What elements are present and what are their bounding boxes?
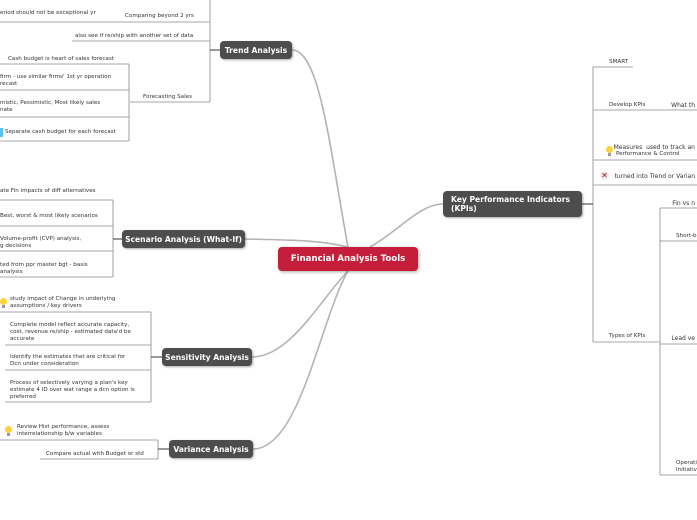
subtopic[interactable]: analysis [0, 269, 23, 275]
task-icon [0, 128, 3, 137]
subtopic[interactable]: eriod should not be exceptional yr [0, 10, 96, 16]
topic-variance-analysis[interactable]: Variance Analysis [169, 440, 253, 458]
subtopic[interactable]: mistic, Pessimistic, Most likely sales [0, 100, 101, 106]
subtopic[interactable]: Cash budget is heart of sales forecast [8, 56, 114, 62]
subtopic[interactable]: Initiativ [676, 467, 697, 473]
cross-icon: ✕ [600, 171, 609, 180]
subtopic[interactable]: Identify the estimates that are critical… [10, 354, 126, 360]
subtopic[interactable]: What th [671, 102, 695, 109]
subtopic[interactable]: ate Fin impacts of diff alternatives [0, 188, 96, 194]
subtopic[interactable]: Dcn under consideration [10, 361, 79, 367]
topic-kpis[interactable]: Key Performance Indicators (KPIs) [443, 191, 582, 217]
lightbulb-icon [606, 146, 613, 156]
subtopic[interactable]: Short-b [676, 233, 697, 239]
subtopic[interactable]: Volume-profit (CVP) analysis, [0, 236, 82, 242]
subtopic[interactable]: Best, worst & most likely scenarios [0, 213, 98, 219]
subtopic[interactable]: study impact of Change in underlying [10, 296, 116, 302]
subtopic[interactable]: accurate [10, 336, 35, 342]
subtopic[interactable]: ted from ppr master bgt - basis [0, 262, 88, 268]
subtopic[interactable]: cost, revenue re/ship - estimated data'd… [10, 329, 131, 335]
lightbulb-icon [0, 298, 7, 308]
subtopic[interactable]: Measures used to track an [613, 144, 695, 151]
subtopic[interactable]: Types of KPIs [609, 333, 646, 339]
subtopic[interactable]: Lead ve [671, 335, 695, 342]
subtopic[interactable]: turned into Trend or Varian [614, 173, 695, 180]
subtopic[interactable]: Performance & Control [616, 151, 680, 157]
subtopic[interactable]: Forecasting Sales [143, 94, 192, 100]
subtopic[interactable]: also see if re/ship with another set of … [75, 33, 194, 39]
subtopic[interactable]: Operati [676, 460, 697, 466]
subtopic[interactable]: Compare actual with Budget or std [46, 451, 144, 457]
subtopic[interactable]: SMART [609, 59, 629, 65]
subtopic[interactable]: Develop KPIs [609, 102, 646, 108]
subtopic[interactable]: estimate 4 ID over wat range a dcn optio… [10, 387, 135, 393]
subtopic[interactable]: assumptions / key drivers [10, 303, 82, 309]
subtopic[interactable]: Process of selectively varying a plan's … [10, 380, 128, 386]
central-topic[interactable]: Financial Analysis Tools [278, 247, 418, 271]
lightbulb-icon [5, 426, 12, 436]
topic-trend-analysis[interactable]: Trend Analysis [220, 41, 292, 59]
subtopic[interactable]: interrelationship b/w variables [17, 431, 102, 437]
subtopic[interactable]: preferred [10, 394, 36, 400]
subtopic[interactable]: Fin vs n [672, 200, 695, 207]
subtopic[interactable]: nate [0, 107, 13, 113]
subtopic[interactable]: g decisions [0, 243, 32, 249]
subtopic[interactable]: Complete model reflect accurate capacity… [10, 322, 130, 328]
subtopic[interactable]: firm - use similar firms' 1st yr operati… [0, 74, 112, 80]
subtopic[interactable]: Review Hist performance, assess [17, 424, 110, 430]
topic-scenario-analysis[interactable]: Scenario Analysis (What-If) [122, 230, 245, 248]
topic-sensitivity-analysis[interactable]: Sensitivity Analysis [162, 348, 252, 366]
subtopic[interactable]: Separate cash budget for each forecast [5, 129, 116, 135]
subtopic[interactable]: Comparing beyond 2 yrs [125, 13, 194, 19]
subtopic[interactable]: recast [0, 81, 18, 87]
